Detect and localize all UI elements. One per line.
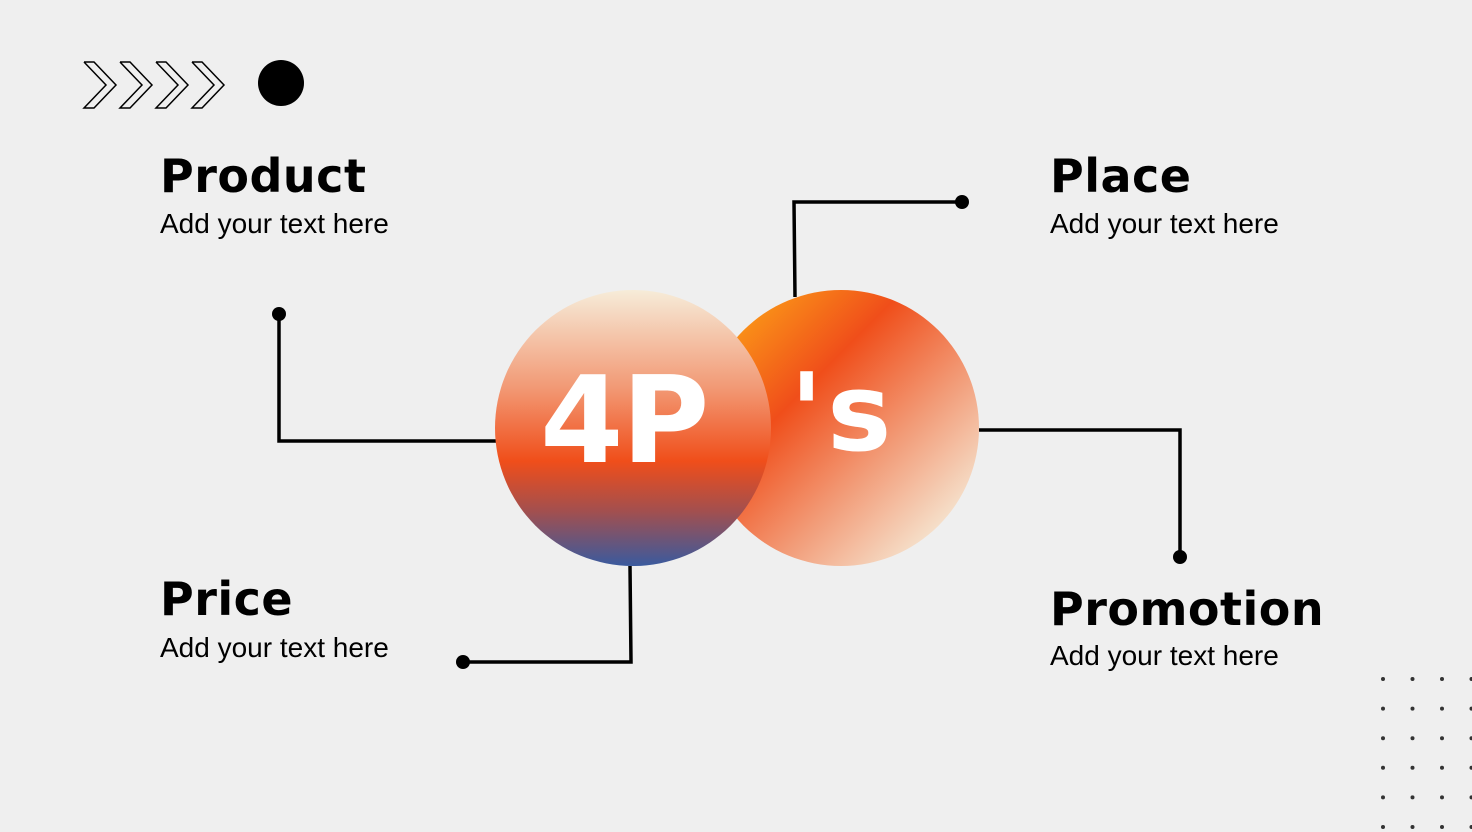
- grid-dot: [1381, 706, 1385, 711]
- grid-dot: [1410, 765, 1415, 770]
- grid-dot: [1440, 736, 1444, 741]
- grid-dot: [1381, 677, 1385, 681]
- center-suffix: 's: [790, 351, 896, 476]
- grid-dot: [1410, 706, 1415, 711]
- price-title: Price: [160, 572, 294, 626]
- grid-dot: [1381, 765, 1385, 770]
- grid-dot: [1440, 795, 1444, 800]
- promotion-title: Promotion: [1050, 582, 1325, 636]
- chevrons-icon: [82, 61, 226, 109]
- connector-lines: [277, 200, 1182, 664]
- price-text: Add your text here: [160, 632, 389, 663]
- grid-dot: [1381, 736, 1385, 741]
- grid-dot: [1469, 736, 1472, 741]
- promotion-text: Add your text here: [1050, 640, 1279, 671]
- place-text: Add your text here: [1050, 208, 1279, 239]
- grid-dot: [1381, 795, 1385, 800]
- center-title: 4P: [540, 352, 709, 491]
- grid-dot: [1469, 677, 1472, 681]
- grid-dot: [1410, 736, 1415, 741]
- place-title: Place: [1050, 149, 1192, 203]
- grid-dot: [1440, 706, 1444, 711]
- product-title: Product: [160, 149, 367, 203]
- grid-dot: [1440, 825, 1444, 829]
- right-circle: [703, 290, 979, 566]
- grid-dot: [1469, 706, 1472, 711]
- grid-dot: [1469, 795, 1472, 800]
- left-circle: [495, 290, 771, 566]
- grid-dot: [1410, 677, 1415, 681]
- dot-grid: [1381, 677, 1472, 829]
- grid-dot: [1410, 825, 1415, 829]
- grid-dot: [1381, 825, 1385, 829]
- product-text: Add your text here: [160, 208, 389, 239]
- connector-dots: [272, 195, 1187, 669]
- grid-dot: [1410, 795, 1415, 800]
- grid-dot: [1469, 825, 1472, 829]
- grid-dot: [1440, 677, 1444, 681]
- decorative-dot: [258, 60, 304, 106]
- grid-dot: [1469, 765, 1472, 770]
- grid-dot: [1440, 765, 1444, 770]
